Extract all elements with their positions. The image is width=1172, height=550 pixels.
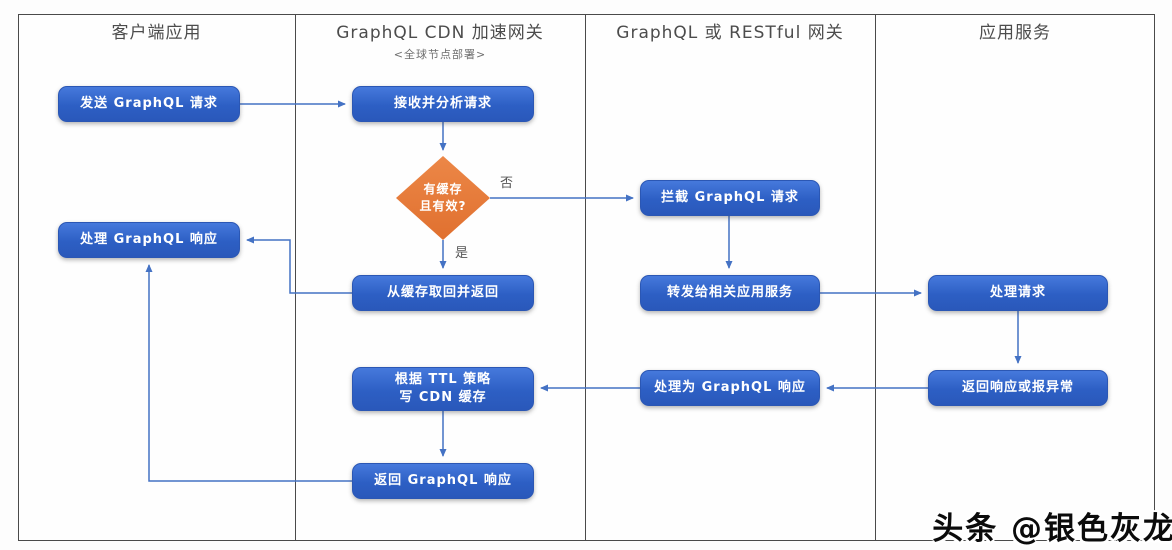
node-ttl-write-cdn-cache: 根据 TTL 策略 写 CDN 缓存 (352, 367, 534, 411)
decision-label: 有缓存 且有效? (419, 182, 467, 213)
edge-label-yes: 是 (455, 246, 470, 261)
edge-label-no: 否 (500, 176, 515, 191)
lane-title-api-gateway: GraphQL 或 RESTful 网关 (616, 23, 844, 43)
lane-subtitle-cdn-gateway: <全球节点部署> (393, 48, 487, 61)
node-return-response-or-error: 返回响应或报异常 (928, 370, 1108, 406)
node-receive-analyze-request: 接收并分析请求 (352, 86, 534, 122)
watermark: 头条 @银色灰龙 (932, 511, 1172, 547)
node-intercept-graphql-request: 拦截 GraphQL 请求 (640, 180, 820, 216)
decision-cache-valid: 有缓存 且有效? (396, 156, 490, 240)
node-process-request: 处理请求 (928, 275, 1108, 311)
node-send-graphql-request: 发送 GraphQL 请求 (58, 86, 240, 122)
node-forward-to-app-service: 转发给相关应用服务 (640, 275, 820, 311)
lane-title-app-service: 应用服务 (979, 23, 1051, 43)
lane-divider-2 (585, 14, 586, 541)
node-handle-graphql-response: 处理 GraphQL 响应 (58, 222, 240, 258)
lane-divider-3 (875, 14, 876, 541)
lane-title-client: 客户端应用 (111, 23, 202, 43)
node-return-graphql-response: 返回 GraphQL 响应 (352, 463, 534, 499)
lane-title-cdn-gateway: GraphQL CDN 加速网关 (336, 23, 544, 43)
node-process-to-graphql: 处理为 GraphQL 响应 (640, 370, 820, 406)
lane-divider-1 (295, 14, 296, 541)
node-fetch-from-cache: 从缓存取回并返回 (352, 275, 534, 311)
